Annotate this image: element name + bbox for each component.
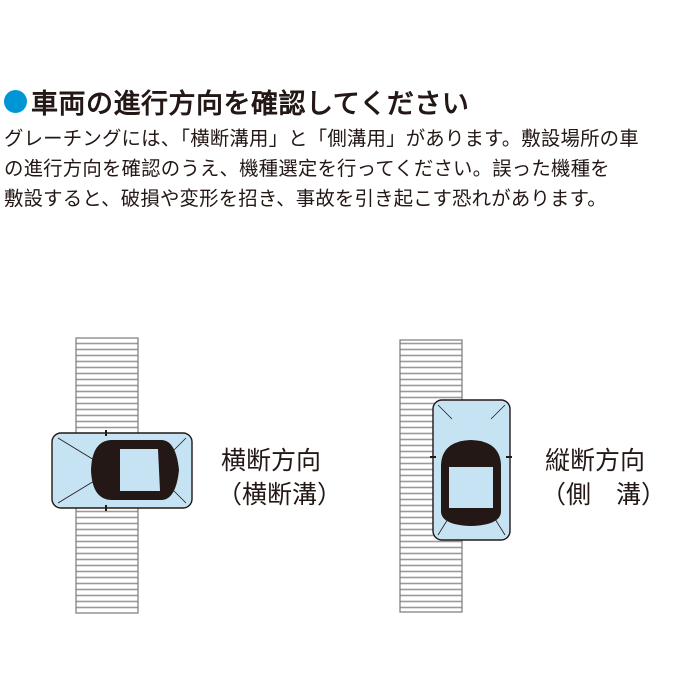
label-lengthwise: 縦断方向 （側 溝） <box>541 444 666 512</box>
label-crosswise-line1: 横断方向 <box>221 446 322 475</box>
heading-text: 車両の進行方向を確認してください <box>31 89 470 120</box>
description: グレーチングには、「横断溝用」と「側溝用」があります。敷設場所の車 の進行方向を… <box>4 124 698 214</box>
description-line: の進行方向を確認のうえ、機種選定を行ってください。誤った機種を <box>4 157 610 180</box>
label-lengthwise-line2: （側 溝） <box>541 480 667 509</box>
description-line: 敷設すると、破損や変形を招き、事故を引き起こす恐れがあります。 <box>4 187 607 210</box>
car-icon-left <box>51 430 193 511</box>
bullet-circle-icon <box>4 90 27 113</box>
label-crosswise: 横断方向 （横断溝） <box>217 444 342 512</box>
label-lengthwise-line1: 縦断方向 <box>545 446 646 475</box>
label-crosswise-line2: （横断溝） <box>217 480 343 509</box>
section-heading: 車両の進行方向を確認してください <box>4 82 469 121</box>
description-line: グレーチングには、「横断溝用」と「側溝用」があります。敷設場所の車 <box>4 127 639 150</box>
car-icon-right <box>430 399 512 541</box>
